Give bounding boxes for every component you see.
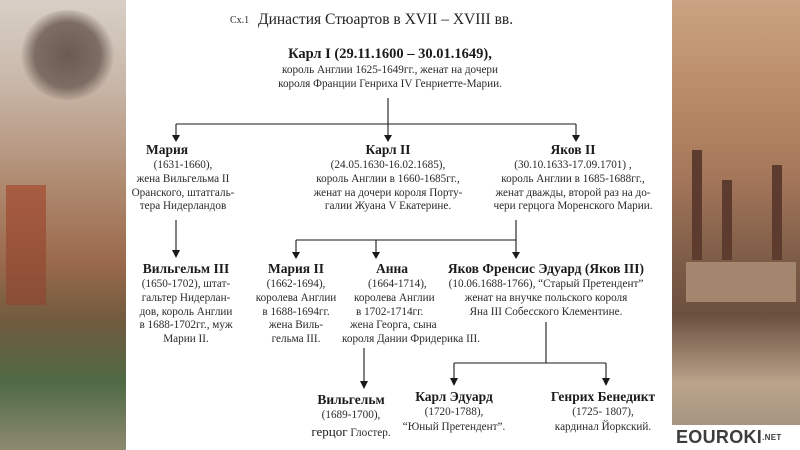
person-detail: жена Георга, сына (350, 319, 437, 332)
person-detail: женат на внучке польского короля (464, 291, 628, 304)
person-detail: в 1702-1714гг. (356, 305, 424, 318)
person-detail: жена Виль- (268, 319, 324, 332)
chimney-decoration (692, 150, 702, 260)
node-anne: Анна (1664-1714), королева Англии в 1702… (342, 261, 508, 346)
person-detail: королева Англии (255, 291, 337, 304)
arrow-head (360, 381, 368, 389)
smoke-cloud-decoration (20, 10, 115, 100)
person-detail: гельма III. (271, 333, 321, 346)
chimney-decoration (722, 180, 732, 260)
person-name: Яков II (550, 142, 596, 157)
person-detail: (1689-1700), (321, 409, 381, 422)
person-name: Генрих Бенедикт (550, 389, 656, 404)
left-background-painting (0, 0, 126, 450)
person-detail: (24.05.1630-16.02.1685), (330, 159, 446, 172)
person-detail: (10.06.1688-1766), “Старый Претендент” (448, 278, 644, 291)
person-detail: короля Дании Фридерика III. (342, 333, 481, 346)
person-detail: жена Вильгельма II (136, 172, 230, 185)
tree-connectors (172, 98, 610, 389)
node-mary: Мария (1631-1660), жена Вильгельма II Ор… (128, 142, 238, 213)
node-william-gloucester: Вильгельм (1689-1700), герцог Глостер. (296, 392, 406, 441)
arrow-head (292, 252, 300, 259)
person-name: Мария II (268, 261, 324, 276)
person-detail: (1725- 1807), (572, 406, 634, 419)
person-name: Анна (376, 261, 409, 276)
person-detail: Оранского, штатгаль- (131, 186, 235, 199)
person-name: Карл Эдуард (415, 389, 493, 404)
person-detail: король Англии в 1660-1685гг., (316, 172, 460, 185)
person-detail: женат на дочери короля Порту- (313, 186, 463, 199)
person-detail: кардинал Йоркский. (554, 420, 652, 433)
scheme-number: Сх.1 (230, 15, 250, 26)
person-detail: (1662-1694), (266, 278, 326, 291)
person-detail: (1631-1660), (153, 159, 213, 172)
person-detail: галии Жуана V Екатерине. (324, 200, 452, 213)
arrow-head (512, 252, 520, 259)
person-name: Вильгельм III (142, 261, 230, 276)
node-mary-ii: Мария II (1662-1694), королева Англии в … (246, 261, 346, 346)
person-name: Карл I (29.11.1600 – 30.01.1649), (288, 46, 492, 62)
arrow-head (602, 378, 610, 386)
node-charles-edward: Карл Эдуард (1720-1788), “Юный Претенден… (394, 389, 514, 434)
person-detail: (30.10.1633-17.09.1701) , (514, 159, 632, 172)
node-james-francis-edward: Яков Френсис Эдуард (Яков III) (10.06.16… (426, 261, 666, 318)
person-detail: (1664-1714), (368, 278, 427, 291)
person-title: герцог Глостер. (296, 424, 406, 441)
chimney-decoration (772, 165, 782, 260)
arrow-head (172, 250, 180, 258)
person-detail: (1650-1702), штат- (141, 278, 231, 291)
logo-suffix: .NET (762, 433, 782, 442)
page-title: Династия Стюартов в XVII – XVIII вв. (258, 11, 514, 28)
person-name: Мария (146, 142, 189, 157)
node-charles-i: Карл I (29.11.1600 – 30.01.1649), король… (190, 46, 590, 91)
node-william-iii: Вильгельм III (1650-1702), штат- гальтер… (130, 261, 242, 346)
node-james-ii: Яков II (30.10.1633-17.09.1701) , король… (478, 142, 668, 213)
person-detail: дов, король Англии (139, 305, 233, 318)
person-detail: король Англии в 1685-1688гг., (501, 172, 645, 185)
right-background-painting (672, 0, 800, 450)
person-detail: чери герцога Моренского Марии. (493, 200, 653, 213)
person-detail: король Англии 1625-1649гг., женат на доч… (281, 64, 499, 77)
title-word: герцог (311, 423, 348, 439)
node-charles-ii: Карл II (24.05.1630-16.02.1685), король … (298, 142, 478, 213)
person-name: Вильгельм (317, 392, 385, 407)
arrow-head (450, 378, 458, 386)
person-name: Яков Френсис Эдуард (Яков III) (447, 261, 645, 276)
person-detail: (1720-1788), (424, 406, 484, 419)
person-name: Карл II (365, 142, 411, 157)
person-detail: женат дважды, второй раз на до- (495, 186, 651, 199)
person-detail: короля Франции Генриха IV Генриетте-Мари… (278, 77, 502, 90)
arrow-head (172, 135, 180, 142)
arrow-head (384, 135, 392, 142)
person-detail: “Юный Претендент”. (402, 420, 506, 433)
title-rest: Глостер. (347, 426, 391, 439)
site-logo: EOUROKI.NET (672, 425, 800, 450)
person-detail: Яна III Собесского Клементине. (469, 305, 623, 318)
node-henry-benedict: Генрих Бенедикт (1725- 1807), кардинал Й… (536, 389, 670, 434)
family-tree-sheet: Сх.1 Династия Стюартов в XVII – XVIII вв… (126, 0, 672, 450)
person-detail: тера Нидерландов (139, 200, 227, 213)
person-detail: гальтер Нидерлан- (141, 291, 231, 304)
person-detail: королева Англии (354, 291, 435, 304)
arrow-head (372, 252, 380, 259)
person-detail: в 1688-1694гг. (262, 305, 330, 318)
tower-decoration (6, 185, 46, 305)
person-detail: Марии II. (163, 333, 209, 346)
person-detail: в 1688-1702гг., муж (139, 319, 233, 332)
logo-text: EOUROKI (676, 427, 763, 447)
building-roof-decoration (686, 262, 796, 302)
arrow-head (572, 135, 580, 142)
